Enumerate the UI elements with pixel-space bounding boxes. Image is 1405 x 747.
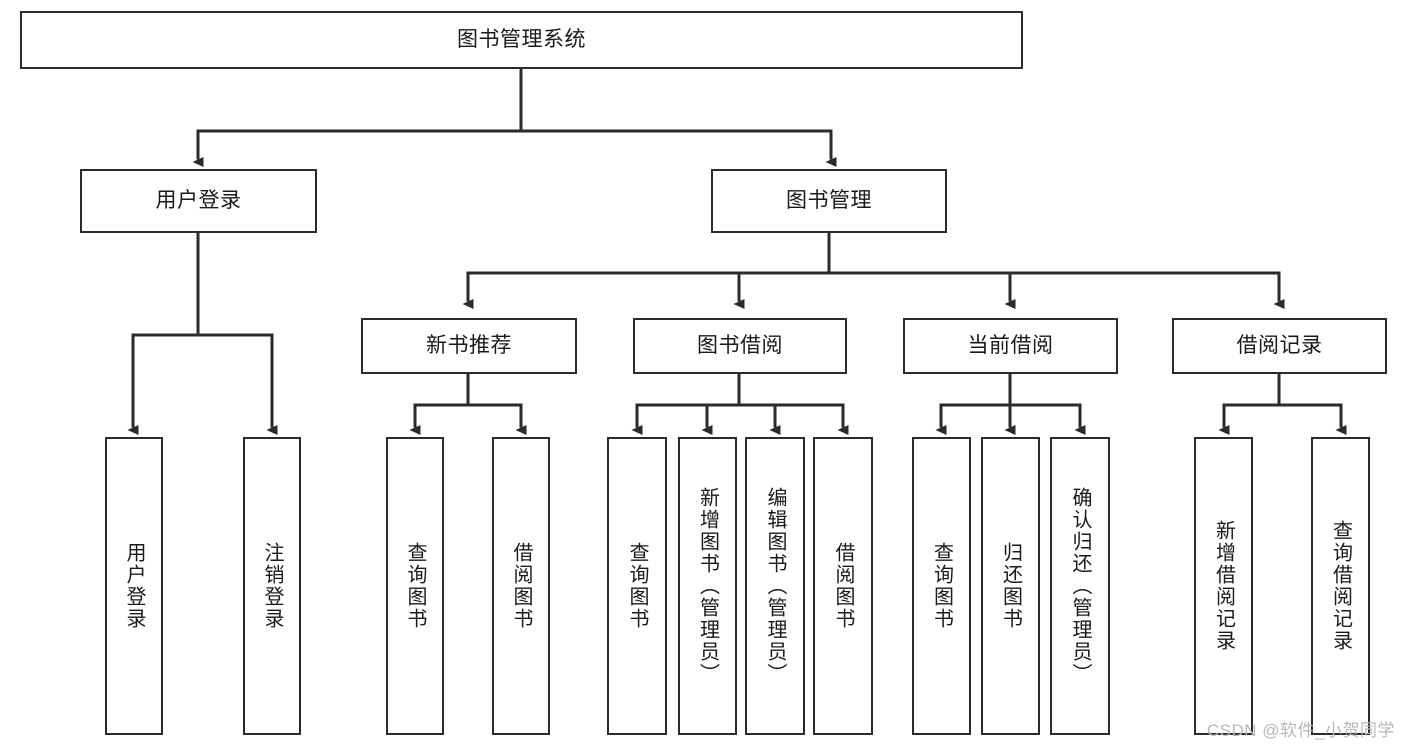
leaf-user-login-logout[interactable]: 注销登录 <box>243 437 301 735</box>
node-book-management[interactable]: 图书管理 <box>711 169 947 233</box>
node-label: 查询图书 <box>404 542 426 630</box>
node-label: 用户登录 <box>123 542 145 630</box>
node-book-borrow[interactable]: 图书借阅 <box>633 318 847 374</box>
node-label: 确认归还（管理员） <box>1069 487 1091 685</box>
node-label: 用户登录 <box>155 189 242 213</box>
node-borrow-record[interactable]: 借阅记录 <box>1172 318 1387 374</box>
leaf-record-query-record[interactable]: 查询借阅记录 <box>1311 437 1370 735</box>
node-label: 新增借阅记录 <box>1212 520 1235 652</box>
leaf-user-login-login[interactable]: 用户登录 <box>105 437 163 735</box>
node-label: 当前借阅 <box>967 334 1054 358</box>
node-root-system[interactable]: 图书管理系统 <box>20 11 1023 69</box>
node-label: 编辑图书（管理员） <box>764 487 786 685</box>
leaf-recommend-query-book[interactable]: 查询图书 <box>386 437 444 735</box>
leaf-record-add-record[interactable]: 新增借阅记录 <box>1194 437 1253 735</box>
node-label: 查询图书 <box>626 542 648 630</box>
node-label: 借阅图书 <box>832 542 854 630</box>
node-label: 查询借阅记录 <box>1329 520 1352 652</box>
watermark-text: CSDN @软件_小贺同学 <box>1206 721 1395 740</box>
node-label: 归还图书 <box>999 542 1022 630</box>
node-label: 图书借阅 <box>697 334 783 358</box>
leaf-current-return-book[interactable]: 归还图书 <box>981 437 1040 735</box>
node-user-login[interactable]: 用户登录 <box>80 169 317 233</box>
node-label: 图书管理 <box>786 189 872 213</box>
leaf-borrow-borrow-book[interactable]: 借阅图书 <box>813 437 873 735</box>
leaf-borrow-add-book[interactable]: 新增图书（管理员） <box>678 437 737 735</box>
leaf-current-query-book[interactable]: 查询图书 <box>912 437 971 735</box>
leaf-recommend-borrow-book[interactable]: 借阅图书 <box>492 437 550 735</box>
node-new-book-recommend[interactable]: 新书推荐 <box>361 318 577 374</box>
node-label: 查询图书 <box>930 542 953 630</box>
node-label: 借阅图书 <box>510 542 532 630</box>
node-label: 新书推荐 <box>426 334 512 358</box>
node-label: 图书管理系统 <box>457 28 586 52</box>
leaf-borrow-edit-book[interactable]: 编辑图书（管理员） <box>745 437 805 735</box>
node-label: 新增图书（管理员） <box>696 487 719 685</box>
leaf-current-confirm-return[interactable]: 确认归还（管理员） <box>1050 437 1110 735</box>
node-current-borrow[interactable]: 当前借阅 <box>903 318 1118 374</box>
node-label: 借阅记录 <box>1236 334 1323 358</box>
leaf-borrow-query-book[interactable]: 查询图书 <box>607 437 667 735</box>
node-label: 注销登录 <box>261 542 283 630</box>
